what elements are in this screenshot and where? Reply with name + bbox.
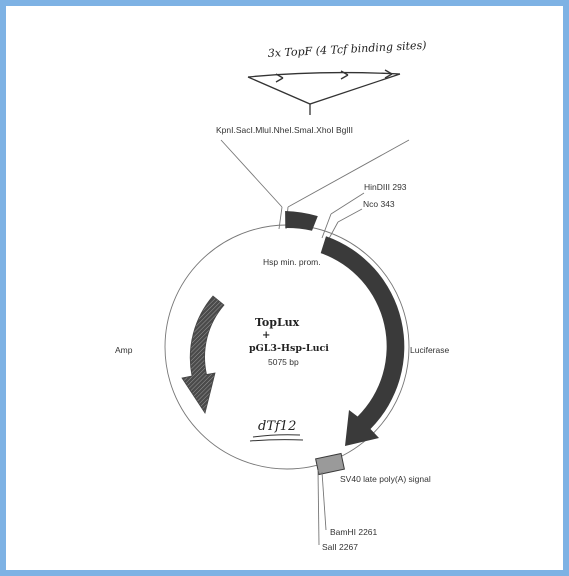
tcf-sites-drawing: [247, 69, 401, 115]
hindiii-label: HinDIII 293: [364, 182, 407, 192]
amp-arrow: [181, 295, 225, 414]
plasmid-name-plus: +: [262, 330, 270, 341]
luciferase-label: Luciferase: [410, 345, 449, 355]
sv40-label: SV40 late poly(A) signal: [340, 474, 431, 484]
site-leaders-bottom: [317, 469, 327, 546]
sali-label: SalI 2267: [322, 542, 358, 552]
hsp-promoter-block: [285, 211, 318, 231]
hsp-promoter-label: Hsp min. prom.: [263, 257, 321, 267]
nco-label: Nco 343: [363, 199, 395, 209]
handwritten-bottom-note: dTf12: [258, 419, 296, 434]
amp-label: Amp: [115, 345, 133, 355]
handwritten-top-note: 3x TopF (4 Tcf binding sites): [267, 39, 426, 60]
bottom-note-underline: [249, 434, 304, 442]
mcs-label: KpnI.SacI.MluI.NheI.SmaI.XhoI BglII: [216, 125, 353, 135]
plasmid-name-line1: TopLux: [255, 316, 300, 329]
site-leaders-top: [321, 192, 365, 245]
plasmid-size: 5075 bp: [268, 357, 299, 367]
luciferase-arrow: [320, 236, 405, 446]
bamhi-label: BamHI 2261: [330, 527, 378, 537]
plasmid-name-line2: pGL3-Hsp-Luci: [249, 343, 329, 354]
sv40-box: [315, 452, 345, 476]
